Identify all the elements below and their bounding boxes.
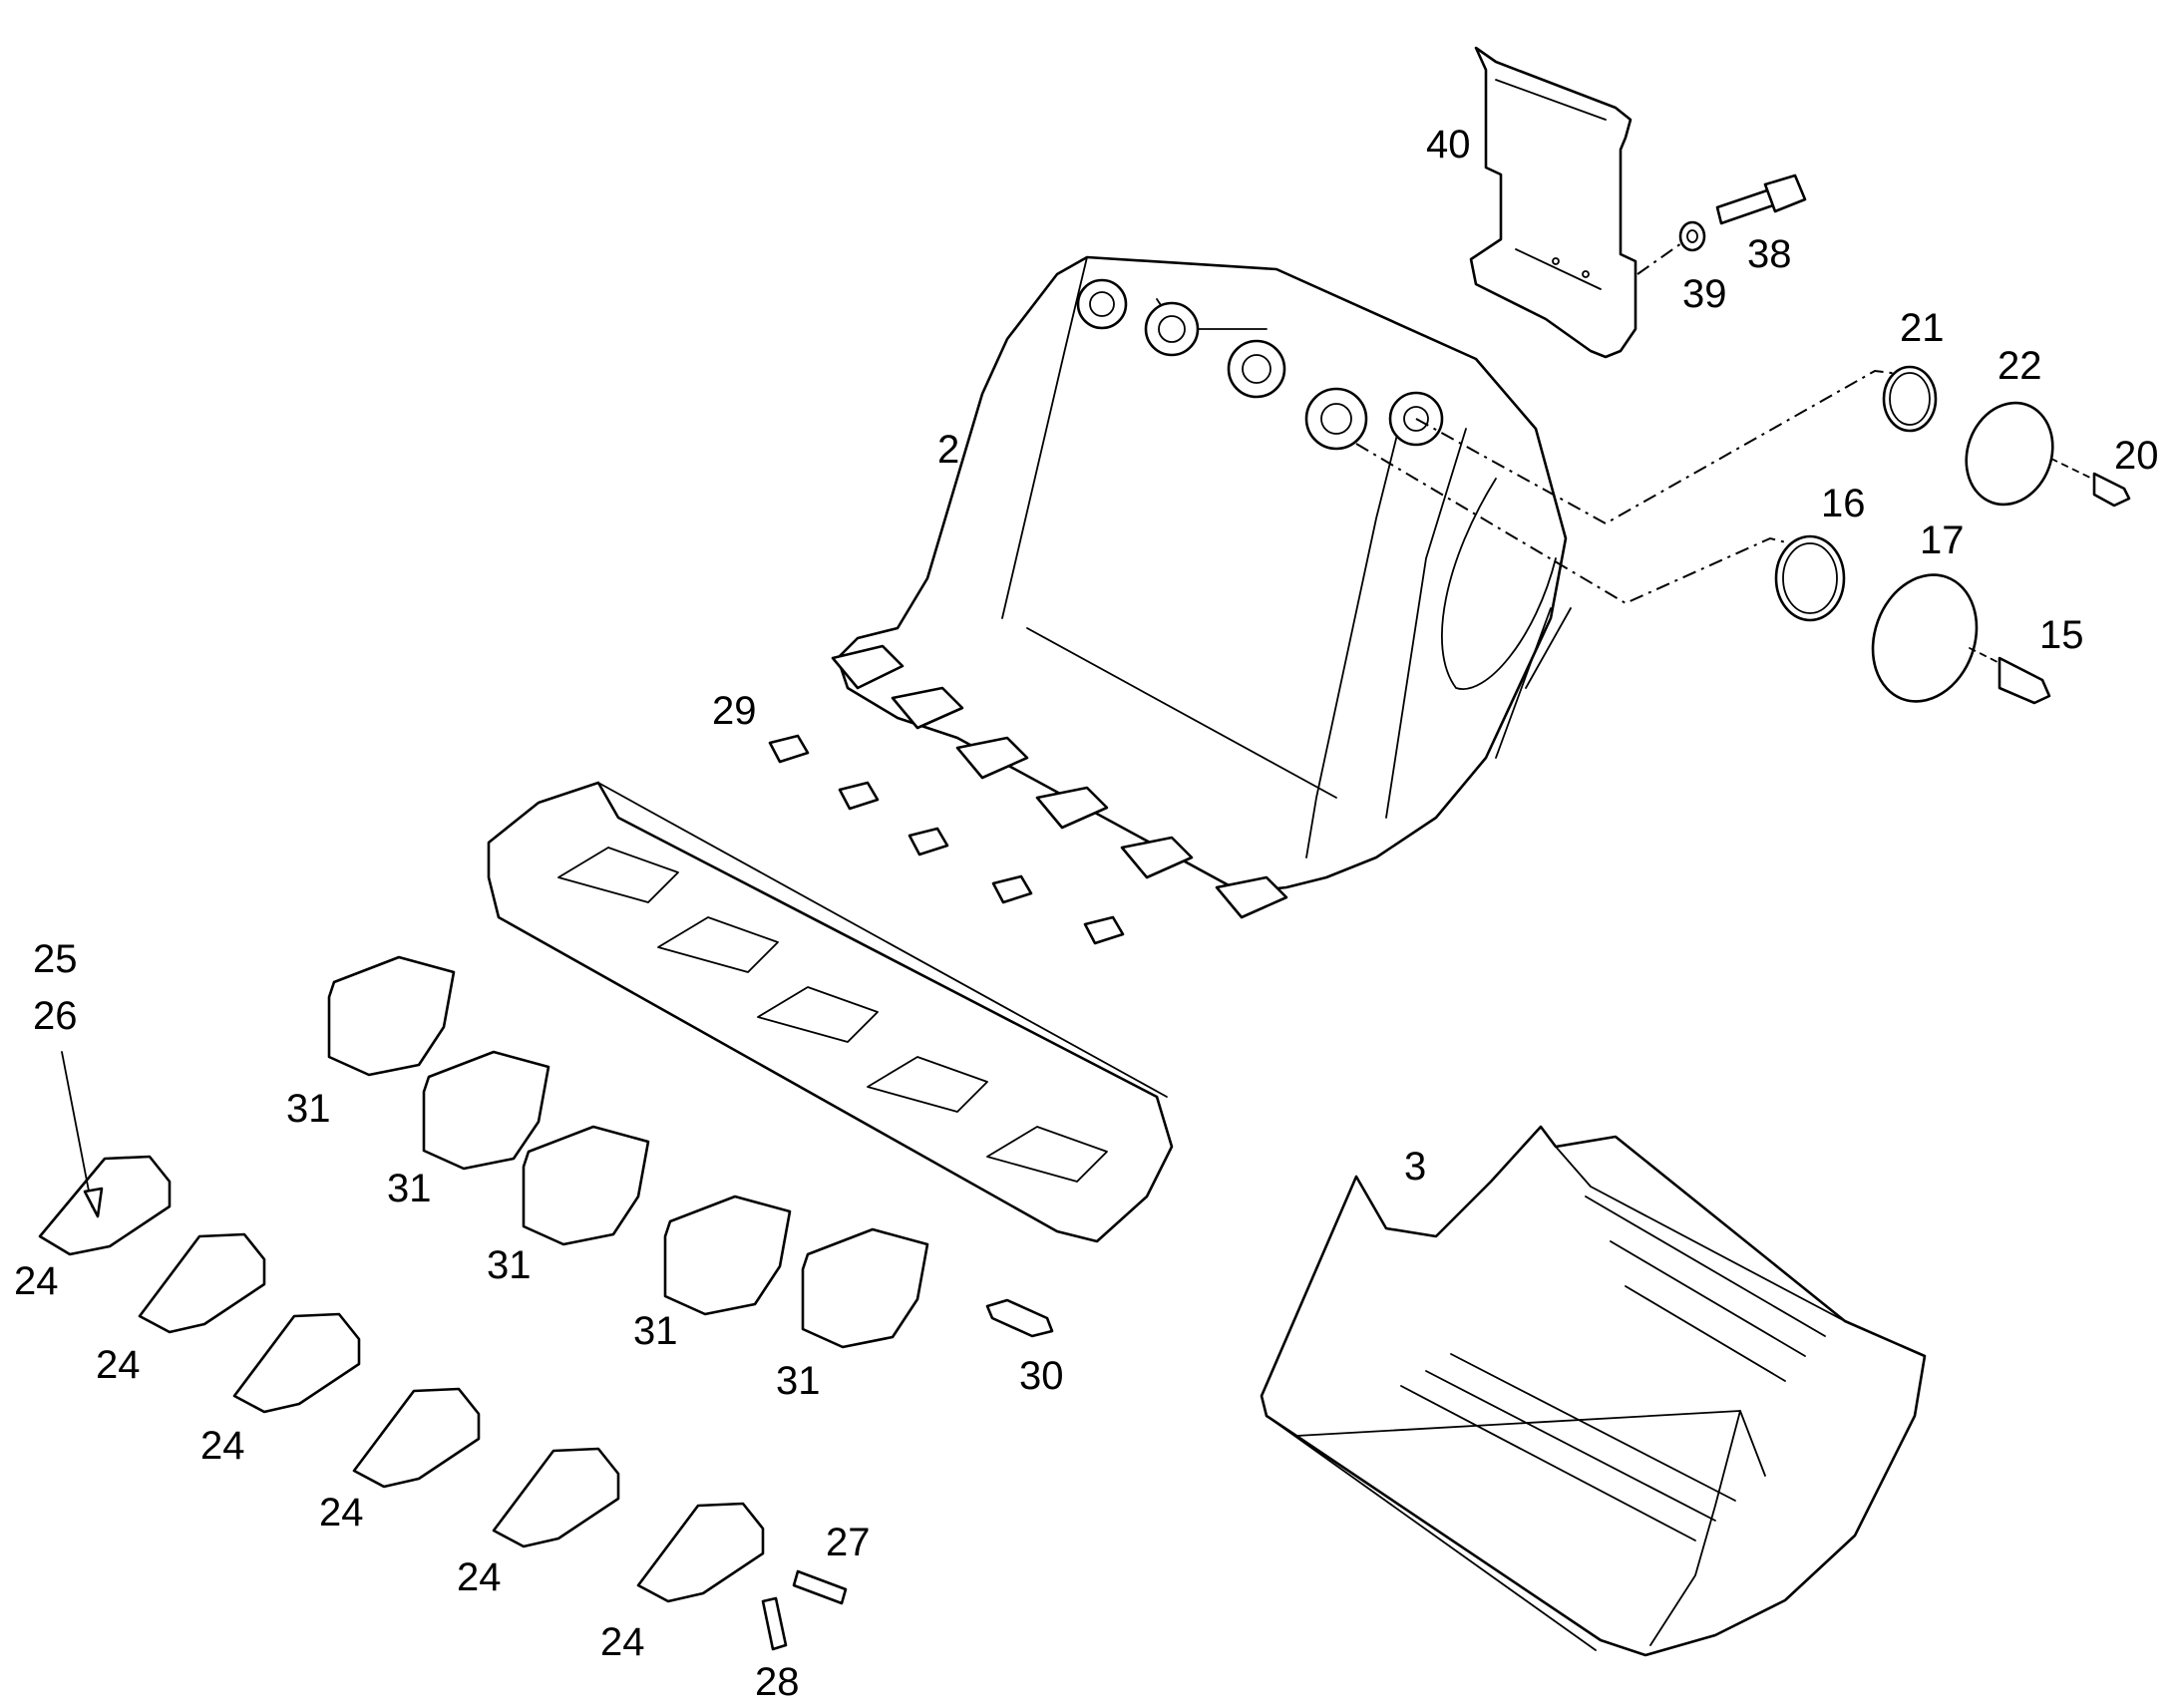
label-21: 21 [1900, 306, 1945, 350]
label-3: 3 [1404, 1145, 1426, 1189]
label-40: 40 [1426, 123, 1471, 167]
arrow-head [83, 1187, 104, 1218]
part-22-cover [1965, 401, 2054, 507]
part-39-washer [1678, 220, 1706, 252]
label-24-4: 24 [319, 1491, 364, 1535]
label-20: 20 [2114, 434, 2159, 478]
label-24-6: 24 [600, 1620, 645, 1664]
leader-line-39 [1636, 242, 1682, 275]
label-24-5: 24 [457, 1555, 502, 1599]
part-27-pin [792, 1569, 848, 1605]
bucket-mounted-teeth [831, 644, 1288, 919]
label-31-1: 31 [286, 1087, 331, 1131]
label-2: 2 [937, 428, 959, 472]
label-38: 38 [1747, 232, 1792, 276]
label-30: 30 [1019, 1354, 1064, 1398]
label-31-4: 31 [633, 1309, 678, 1353]
leader-line-20 [2050, 458, 2093, 480]
label-31-2: 31 [387, 1167, 432, 1210]
part-16-oring [1774, 534, 1846, 622]
part-21-oring [1882, 365, 1938, 433]
part-16-oring-inner [1782, 542, 1838, 614]
label-24-1: 24 [14, 1259, 59, 1303]
label-16: 16 [1821, 482, 1866, 525]
label-29: 29 [712, 689, 757, 733]
part-21-oring-inner [1889, 372, 1931, 426]
part-30-clip [985, 1298, 1054, 1338]
part-28-pin [761, 1596, 788, 1651]
label-24-2: 24 [96, 1343, 141, 1387]
label-28: 28 [755, 1660, 800, 1704]
part-40-plate [1469, 46, 1637, 359]
label-22: 22 [1998, 344, 2042, 388]
label-39: 39 [1682, 272, 1727, 316]
label-24-3: 24 [200, 1424, 245, 1468]
label-15: 15 [2039, 613, 2084, 657]
part-24-teeth [38, 1155, 765, 1603]
part-38-bolt [1715, 173, 1807, 225]
part-3-liner [1260, 1125, 1927, 1657]
part-15-bolt [1998, 656, 2051, 705]
label-31-3: 31 [487, 1243, 532, 1287]
leader-line-15 [1969, 647, 2000, 664]
label-27: 27 [826, 1521, 871, 1564]
label-31-5: 31 [776, 1359, 821, 1403]
label-26: 26 [33, 994, 78, 1038]
part-17-cover [1871, 573, 1979, 703]
part-20-bolt [2092, 472, 2131, 508]
leader-line-21 [1415, 369, 1901, 525]
label-25: 25 [33, 937, 78, 981]
part-31-shrouds [327, 955, 929, 1349]
part-29-pads [768, 734, 1125, 945]
part-2-bucket [836, 255, 1572, 894]
label-17: 17 [1920, 518, 1965, 562]
leader-line-16 [1355, 443, 1791, 605]
callout-labels: 40 38 39 21 22 20 16 17 15 2 29 3 25 26 … [14, 123, 2159, 1704]
lip-adapter-bar [487, 781, 1174, 1243]
leader-arrow-25-26 [61, 1051, 93, 1207]
